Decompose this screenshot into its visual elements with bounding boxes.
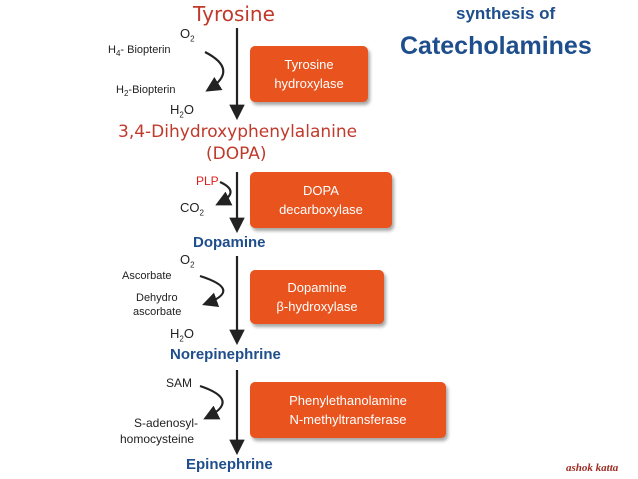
side-arrow-1 bbox=[204, 51, 225, 92]
enzyme-label-line-2: N-methyltransferase bbox=[289, 412, 407, 427]
compound-dopamine: Dopamine bbox=[193, 234, 266, 251]
cofactor-sah-line-2: homocysteine bbox=[120, 432, 195, 446]
side-arrow-2 bbox=[215, 180, 233, 206]
enzyme-label-line-1: Phenylethanolamine bbox=[289, 393, 407, 408]
side-arrow-3 bbox=[199, 274, 225, 308]
title-line-1: synthesis of bbox=[456, 4, 556, 23]
enzyme-dopamine-beta-hydroxylase: Dopamine β-hydroxylase bbox=[250, 270, 384, 324]
enzyme-label-line-2: decarboxylase bbox=[279, 202, 363, 217]
cofactor-sah-line-1: S-adenosyl- bbox=[134, 416, 199, 430]
cofactor-h4-biopterin: H4- Biopterin bbox=[108, 44, 171, 59]
side-arrow-4 bbox=[199, 384, 224, 420]
enzyme-label-line-2: β-hydroxylase bbox=[276, 299, 358, 314]
enzyme-dopa-decarboxylase: DOPA decarboxylase bbox=[250, 172, 392, 228]
cofactor-co2: CO2 bbox=[180, 200, 204, 218]
author-signature: ashok katta bbox=[566, 462, 619, 474]
cofactor-h2o-step3: H2O bbox=[170, 326, 194, 344]
cofactor-dehydro-line-1: Dehydro bbox=[136, 292, 178, 304]
title-line-2: Catecholamines bbox=[400, 32, 592, 60]
cofactor-dehydro-line-2: ascorbate bbox=[133, 306, 182, 318]
compound-dopa-line-2: (DOPA) bbox=[206, 144, 267, 164]
enzyme-label-line-1: Dopamine bbox=[287, 280, 347, 295]
enzyme-label-line-2: hydroxylase bbox=[274, 76, 344, 91]
compound-norepinephrine: Norepinephrine bbox=[170, 346, 281, 363]
cofactor-o2-step3: O2 bbox=[180, 252, 195, 270]
compound-tyrosine: Tyrosine bbox=[193, 2, 275, 26]
compound-epinephrine: Epinephrine bbox=[186, 456, 273, 473]
enzyme-tyrosine-hydroxylase: Tyrosine hydroxylase bbox=[250, 46, 368, 102]
compound-dopa-line-1: 3,4-Dihydroxyphenylalanine bbox=[118, 122, 358, 142]
enzyme-label-line-1: DOPA bbox=[303, 183, 339, 198]
cofactor-o2-step1: O2 bbox=[180, 26, 195, 44]
cofactor-ascorbate: Ascorbate bbox=[122, 270, 172, 282]
enzyme-pnmt: Phenylethanolamine N-methyltransferase bbox=[250, 382, 446, 438]
enzyme-label-line-1: Tyrosine bbox=[284, 57, 334, 72]
cofactor-h2o-step1: H2O bbox=[170, 102, 194, 120]
cofactor-sam: SAM bbox=[166, 376, 193, 390]
cofactor-h2-biopterin: H2-Biopterin bbox=[116, 84, 176, 99]
cofactor-plp: PLP bbox=[196, 174, 219, 188]
